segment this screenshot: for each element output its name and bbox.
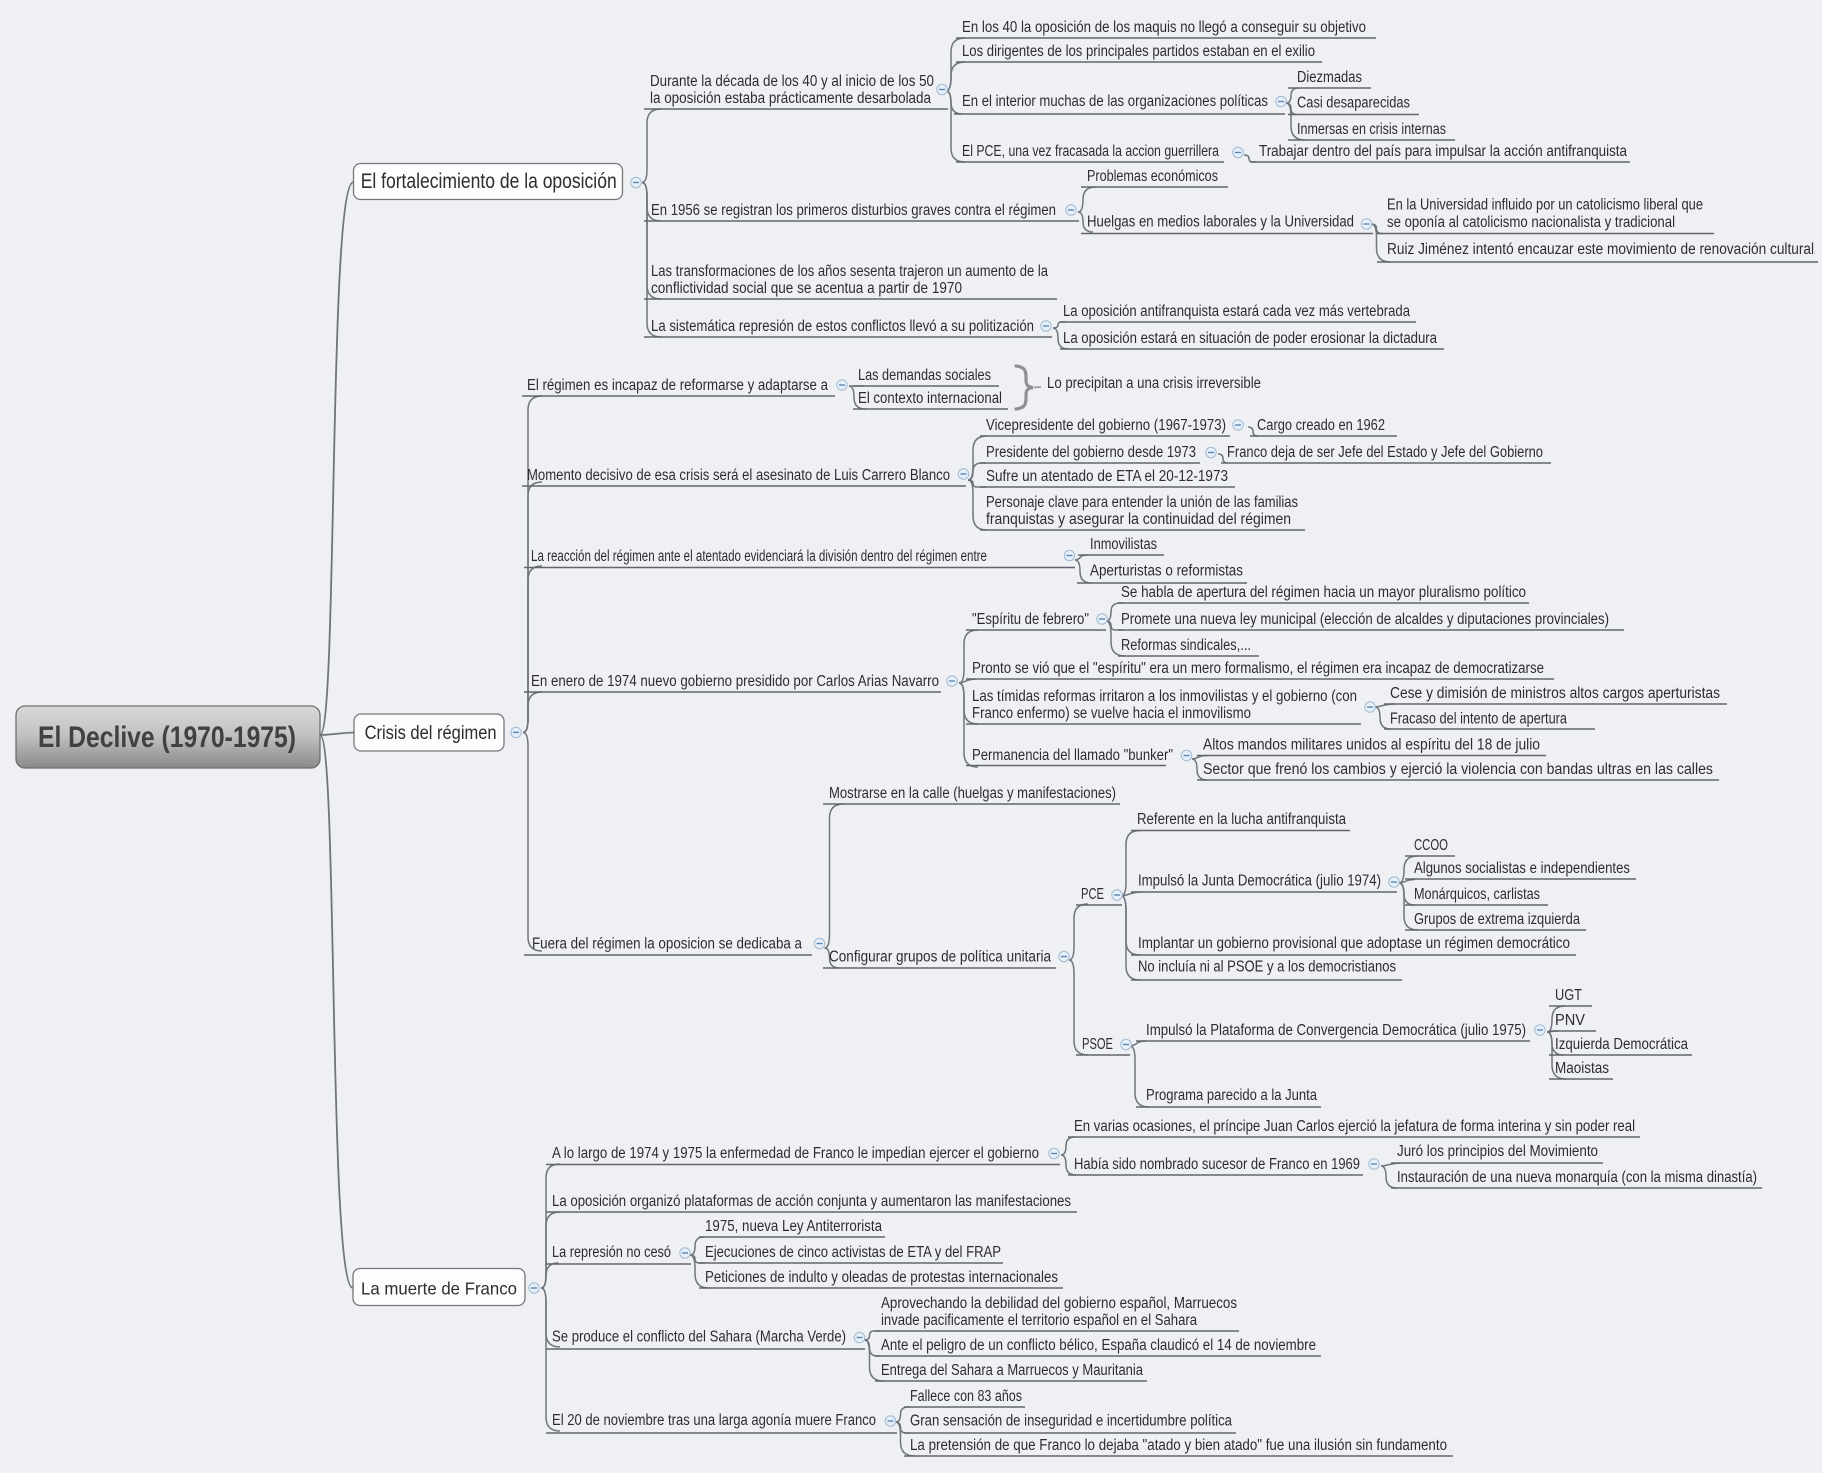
svg-text:PNV: PNV [1555,1012,1586,1029]
svg-text:Durante la década de los 40 y: Durante la década de los 40 y al inicio … [650,73,934,90]
svg-text:Vicepresidente del gobierno (1: Vicepresidente del gobierno (1967-1973) [986,417,1226,434]
svg-text:El PCE, una vez fracasada la a: El PCE, una vez fracasada la accion guer… [962,143,1219,160]
svg-text:Configurar grupos de política: Configurar grupos de política unitaria [829,949,1051,966]
svg-text:Casi desaparecidas: Casi desaparecidas [1297,95,1410,112]
svg-text:La muerte de Franco: La muerte de Franco [361,1279,517,1299]
svg-text:Fallece con 83 años: Fallece con 83 años [910,1388,1022,1405]
svg-text:Problemas económicos: Problemas económicos [1087,168,1218,185]
svg-text:Mostrarse en la calle (huelga: Mostrarse en la calle (huelgas y manifes… [829,785,1116,802]
svg-text:Inmovilistas: Inmovilistas [1090,536,1157,553]
svg-text:La reacción del régimen ante e: La reacción del régimen ante el atentado… [531,548,987,565]
svg-text:Los dirigentes de los principa: Los dirigentes de los principales partid… [962,43,1315,60]
svg-text:Ruiz Jiménez intentó encauzar: Ruiz Jiménez intentó encauzar este movim… [1387,241,1814,258]
svg-text:"Espíritu de febrero": "Espíritu de febrero" [972,611,1089,628]
svg-text:La represión no cesó: La represión no cesó [552,1244,671,1261]
svg-text:El contexto internacional: El contexto internacional [858,390,1002,407]
svg-text:Franco deja de ser Jefe del Es: Franco deja de ser Jefe del Estado y Jef… [1227,444,1543,461]
svg-text:A lo largo de 1974 y 1975 la e: A lo largo de 1974 y 1975 la enfermedad … [552,1145,1039,1162]
svg-text:En enero de 1974 nuevo gobiern: En enero de 1974 nuevo gobierno presidid… [531,673,939,690]
svg-text:Entrega del Sahara a Marruecos: Entrega del Sahara a Marruecos y Maurita… [881,1362,1143,1379]
svg-text:El 20 de noviembre tras una la: El 20 de noviembre tras una larga agonía… [552,1412,876,1429]
svg-text:se oponía al catolicismo nacio: se oponía al catolicismo nacionalista y … [1387,214,1675,231]
svg-text:Izquierda Democrática: Izquierda Democrática [1555,1036,1688,1053]
svg-text:No incluía ni al PSOE y a los: No incluía ni al PSOE y a los democristi… [1138,959,1396,976]
svg-text:Altos mandos militares unidos: Altos mandos militares unidos al espírit… [1203,737,1540,754]
svg-text:Aprovechando la debilidad del: Aprovechando la debilidad del gobierno e… [881,1295,1237,1312]
svg-text:La pretensión de que Franco lo: La pretensión de que Franco lo dejaba "a… [910,1437,1447,1454]
svg-text:Se produce el conflicto del Sa: Se produce el conflicto del Sahara (Marc… [552,1329,846,1346]
svg-text:En 1956 se registran los prime: En 1956 se registran los primeros distur… [651,202,1056,219]
svg-text:El Declive (1970-1975): El Declive (1970-1975) [38,721,296,754]
svg-text:Impulsó la Junta Democrática (: Impulsó la Junta Democrática (julio 1974… [1138,873,1381,890]
svg-text:la oposición estaba prácticame: la oposición estaba prácticamente desarb… [650,90,931,107]
svg-text:franquistas y asegurar la cont: franquistas y asegurar la continuidad de… [986,511,1291,528]
svg-text:Maoistas: Maoistas [1555,1060,1609,1077]
svg-text:El régimen es incapaz de refor: El régimen es incapaz de reformarse y ad… [527,377,828,394]
svg-text:Peticiones de indulto y oleada: Peticiones de indulto y oleadas de prote… [705,1269,1058,1286]
svg-text:Cargo creado en 1962: Cargo creado en 1962 [1257,417,1385,434]
svg-text:Programa parecido a la Junta: Programa parecido a la Junta [1146,1087,1317,1104]
svg-text:Ante el peligro de un conflict: Ante el peligro de un conflicto bélico, … [881,1337,1316,1354]
svg-text:Huelgas en medios laborales y: Huelgas en medios laborales y la Univers… [1087,214,1354,231]
svg-text:Lo precipitan a una crisis irr: Lo precipitan a una crisis irreversible [1047,375,1261,392]
svg-text:Se habla de apertura del régim: Se habla de apertura del régimen hacia u… [1121,584,1526,601]
svg-text:Monárquicos, carlistas: Monárquicos, carlistas [1414,886,1540,903]
svg-text:En varias ocasiones, el prínci: En varias ocasiones, el príncipe Juan Ca… [1074,1118,1635,1135]
svg-text:Gran sensación de inseguridad: Gran sensación de inseguridad e incertid… [910,1413,1232,1430]
svg-text:CCOO: CCOO [1414,837,1448,854]
svg-text:Pronto se vió que el "espíritu: Pronto se vió que el "espíritu" era un m… [972,660,1544,677]
svg-text:UGT: UGT [1555,987,1582,1004]
svg-text:Juró los principios del Movimi: Juró los principios del Movimiento [1397,1143,1598,1160]
svg-text:Las demandas sociales: Las demandas sociales [858,367,991,384]
svg-text:Algunos socialistas e independ: Algunos socialistas e independientes [1414,860,1630,877]
svg-text:conflictividad social que se a: conflictividad social que se acentua a p… [651,280,962,297]
svg-text:La oposición organizó platafor: La oposición organizó plataformas de acc… [552,1193,1071,1210]
svg-text:Había sido nombrado sucesor de: Había sido nombrado sucesor de Franco en… [1074,1156,1360,1173]
svg-text:PCE: PCE [1081,886,1104,903]
svg-text:El fortalecimiento de la oposi: El fortalecimiento de la oposición [361,170,617,193]
svg-text:Las transformaciones de los añ: Las transformaciones de los años sesenta… [651,263,1048,280]
svg-text:Las tímidas reformas irritaron: Las tímidas reformas irritaron a los inm… [972,688,1357,705]
svg-text:La sistemática represión de es: La sistemática represión de estos confli… [651,318,1034,335]
svg-text:En los 40 la oposición de los: En los 40 la oposición de los maquis no … [962,19,1366,36]
svg-text:invade pacificamente el territ: invade pacificamente el territorio españ… [881,1312,1197,1329]
svg-text:La oposición antifranquista es: La oposición antifranquista estará cada … [1063,303,1410,320]
svg-text:Fuera del régimen la oposicion: Fuera del régimen la oposicion se dedica… [532,936,802,953]
svg-text:Inmersas en crisis internas: Inmersas en crisis internas [1297,121,1446,138]
svg-text:Crisis del régimen: Crisis del régimen [365,723,497,744]
svg-text:Impulsó la Plataforma de Conve: Impulsó la Plataforma de Convergencia De… [1146,1022,1526,1039]
svg-text:En la Universidad influido por: En la Universidad influido por un catoli… [1387,197,1703,214]
svg-text:Sector que frenó los cambios y: Sector que frenó los cambios y ejerció l… [1203,761,1713,778]
svg-text:Sufre un atentado de ETA el 20: Sufre un atentado de ETA el 20-12-1973 [986,468,1228,485]
svg-text:Reformas sindicales,...: Reformas sindicales,... [1121,637,1251,654]
svg-text:Aperturistas o reformistas: Aperturistas o reformistas [1090,563,1243,580]
svg-text:Diezmadas: Diezmadas [1297,69,1362,86]
svg-text:Implantar un gobierno provisio: Implantar un gobierno provisional que ad… [1138,935,1570,952]
svg-text:Presidente del gobierno desde: Presidente del gobierno desde 1973 [986,444,1196,461]
svg-text:1975, nueva Ley Antiterrorista: 1975, nueva Ley Antiterrorista [705,1218,882,1235]
svg-text:La oposición estará en situaci: La oposición estará en situación de pode… [1063,330,1437,347]
svg-text:Instauración de una nueva mona: Instauración de una nueva monarquía (con… [1397,1169,1757,1186]
svg-text:Franco enfermo) se vuelve haci: Franco enfermo) se vuelve hacia el inmov… [972,705,1251,722]
svg-text:Cese y dimisión de ministros a: Cese y dimisión de ministros altos cargo… [1390,685,1720,702]
svg-text:Trabajar dentro del país para: Trabajar dentro del país para impulsar l… [1259,143,1627,160]
svg-text:Referente en la lucha antifran: Referente en la lucha antifranquista [1137,811,1346,828]
svg-text:Permanencia del llamado "bunke: Permanencia del llamado "bunker" [972,747,1173,764]
svg-text:Ejecuciones de cinco activista: Ejecuciones de cinco activistas de ETA y… [705,1244,1001,1261]
svg-text:Momento decisivo de esa crisis: Momento decisivo de esa crisis será el a… [527,467,950,484]
svg-text:PSOE: PSOE [1082,1036,1113,1053]
svg-text:En el interior muchas de las o: En el interior muchas de las organizacio… [962,93,1268,110]
svg-text:Fracaso del intento de apertur: Fracaso del intento de apertura [1390,711,1567,728]
svg-text:Grupos de extrema izquierda: Grupos de extrema izquierda [1414,911,1580,928]
svg-text:Personaje clave para entender: Personaje clave para entender la unión d… [986,494,1298,511]
svg-text:Promete una nueva ley municipa: Promete una nueva ley municipal (elecció… [1121,611,1609,628]
